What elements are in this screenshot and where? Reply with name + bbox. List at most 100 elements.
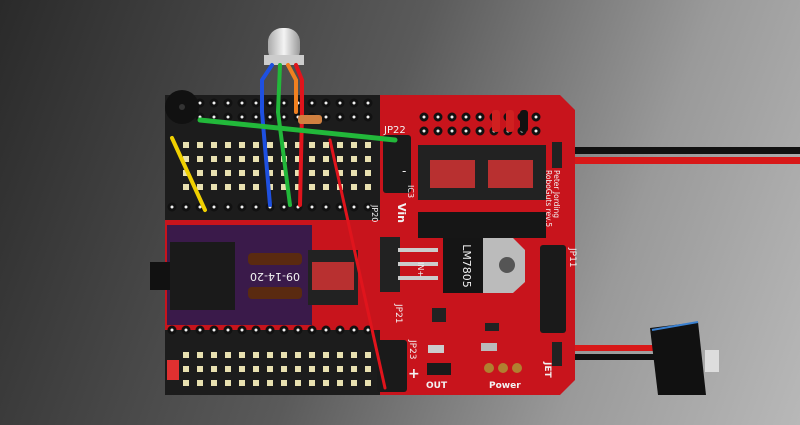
author-label: Peter Jording — [552, 170, 561, 218]
perf-hole — [197, 352, 203, 358]
perf-hole — [335, 325, 345, 335]
header-power-top — [552, 142, 562, 168]
label-jp22: JP22 — [383, 125, 406, 136]
perf-hole — [475, 112, 485, 122]
label-jp11: JP11 — [567, 247, 577, 268]
perf-hole — [309, 156, 315, 162]
perf-hole — [351, 184, 357, 190]
perf-hole — [239, 170, 245, 176]
perf-hole — [279, 325, 289, 335]
perf-hole — [251, 98, 261, 108]
perf-hole — [239, 184, 245, 190]
perf-hole — [225, 156, 231, 162]
board-name-label: RoboGuts rev.5 — [544, 170, 553, 227]
perf-hole — [323, 156, 329, 162]
perf-hole — [225, 184, 231, 190]
perf-hole — [225, 380, 231, 386]
perf-hole — [253, 352, 259, 358]
perf-hole — [197, 366, 203, 372]
ic-socket-ic3 — [418, 145, 546, 200]
perf-hole — [365, 156, 371, 162]
perf-hole — [265, 112, 275, 122]
perf-hole — [295, 170, 301, 176]
perf-hole — [223, 112, 233, 122]
perf-hole — [281, 184, 287, 190]
perf-hole — [209, 325, 219, 335]
perf-hole — [337, 142, 343, 148]
perf-hole — [279, 112, 289, 122]
perf-hole — [279, 202, 289, 212]
perf-hole — [251, 325, 261, 335]
perf-hole — [181, 202, 191, 212]
label-jp21: JP21 — [393, 303, 403, 324]
perf-hole — [363, 325, 373, 335]
perf-hole — [461, 112, 471, 122]
perf-hole — [225, 170, 231, 176]
perf-hole — [321, 98, 331, 108]
perf-hole — [335, 112, 345, 122]
label-ic3: IC3 — [406, 185, 415, 198]
perf-hole — [265, 98, 275, 108]
label-plus: + — [408, 366, 420, 382]
perf-hole — [267, 142, 273, 148]
perf-hole — [309, 184, 315, 190]
perf-hole — [225, 366, 231, 372]
perf-hole — [349, 112, 359, 122]
power-cable-top — [560, 147, 800, 164]
perf-hole — [195, 325, 205, 335]
perf-hole — [181, 325, 191, 335]
perf-hole — [433, 126, 443, 136]
label-out: OUT — [426, 381, 448, 391]
perf-hole — [167, 325, 177, 335]
perf-hole — [253, 366, 259, 372]
perf-hole — [223, 202, 233, 212]
perf-hole — [281, 380, 287, 386]
perf-hole — [309, 366, 315, 372]
perf-hole — [237, 325, 247, 335]
perf-hole — [323, 352, 329, 358]
perf-hole — [419, 126, 429, 136]
perf-hole — [307, 98, 317, 108]
perf-hole — [363, 112, 373, 122]
perf-hole — [239, 352, 245, 358]
perf-hole — [447, 126, 457, 136]
perf-hole — [337, 380, 343, 386]
perf-hole — [197, 170, 203, 176]
perf-hole — [295, 142, 301, 148]
perf-hole — [239, 366, 245, 372]
perf-hole — [237, 112, 247, 122]
label-jp23: JP23 — [407, 339, 417, 360]
red-jumper — [167, 360, 179, 380]
perf-hole — [267, 366, 273, 372]
perf-hole — [321, 202, 331, 212]
perf-hole — [365, 184, 371, 190]
perf-hole — [363, 202, 373, 212]
perf-hole — [433, 112, 443, 122]
perf-hole — [335, 202, 345, 212]
perf-hole — [223, 98, 233, 108]
perf-hole — [211, 352, 217, 358]
smd-chip — [432, 308, 446, 322]
perf-hole — [253, 142, 259, 148]
perf-hole — [293, 325, 303, 335]
perf-hole — [197, 142, 203, 148]
perf-hole — [211, 142, 217, 148]
power-cable-bottom — [560, 345, 660, 360]
perf-hole — [253, 380, 259, 386]
perf-hole — [237, 98, 247, 108]
perf-hole — [183, 380, 189, 386]
perf-hole — [267, 380, 273, 386]
perf-hole — [321, 325, 331, 335]
perf-hole — [307, 202, 317, 212]
power-pads — [484, 363, 522, 373]
perf-hole — [323, 366, 329, 372]
perf-hole — [295, 352, 301, 358]
perf-hole — [323, 184, 329, 190]
buzzer — [165, 90, 199, 124]
perf-hole — [239, 156, 245, 162]
perf-hole — [349, 98, 359, 108]
perf-hole — [225, 142, 231, 148]
header-jp22 — [383, 135, 411, 193]
perf-hole — [281, 366, 287, 372]
daughter-board: 09-14-20 — [150, 225, 312, 325]
